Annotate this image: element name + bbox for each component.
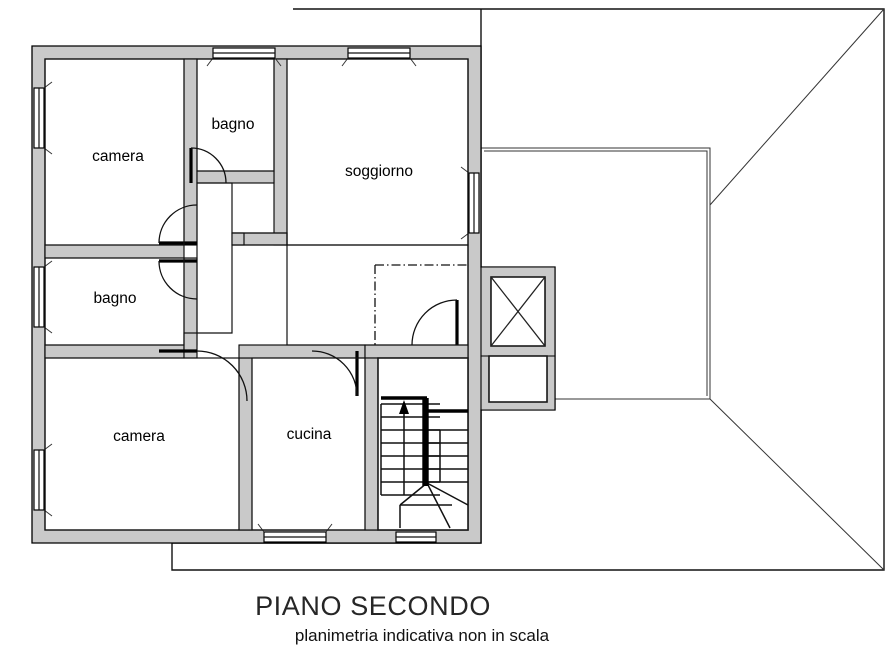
room-label-camera-bot: camera: [113, 428, 165, 445]
window-left-3: [33, 443, 53, 517]
room-label-soggiorno: soggiorno: [345, 163, 413, 180]
door-camera-top: [158, 204, 198, 245]
up-arrow: [399, 400, 409, 414]
landing: [480, 355, 556, 411]
room-inner-edges: [44, 58, 469, 531]
room-label-camera-top: camera: [92, 148, 144, 165]
staircase: [377, 357, 469, 531]
door-camera-bot: [159, 349, 248, 402]
window-left-2: [33, 260, 53, 334]
window-right-soggiorno: [460, 166, 480, 240]
door-group: [158, 147, 459, 402]
window-top-2: [341, 47, 417, 67]
caption-block: PIANO SECONDO planimetria indicativa non…: [255, 591, 550, 645]
window-top-1: [206, 47, 282, 67]
dash-dot-niche: [374, 264, 468, 345]
room-label-bagno-top: bagno: [211, 116, 254, 133]
door-soggiorno-landing: [411, 299, 459, 346]
window-left-1: [33, 81, 53, 155]
room-label-bagno-left: bagno: [93, 290, 136, 307]
window-bottom-cucina: [257, 523, 333, 543]
room-labels: camera bagno soggiorno bagno camera cuci…: [92, 116, 413, 445]
plan-subtitle: planimetria indicativa non in scala: [295, 626, 550, 645]
lift-shaft: [480, 266, 556, 357]
door-bagno-left: [158, 259, 198, 300]
plan-title: PIANO SECONDO: [255, 591, 491, 621]
window-bottom-stair: [395, 531, 437, 543]
room-label-cucina: cucina: [287, 426, 332, 443]
